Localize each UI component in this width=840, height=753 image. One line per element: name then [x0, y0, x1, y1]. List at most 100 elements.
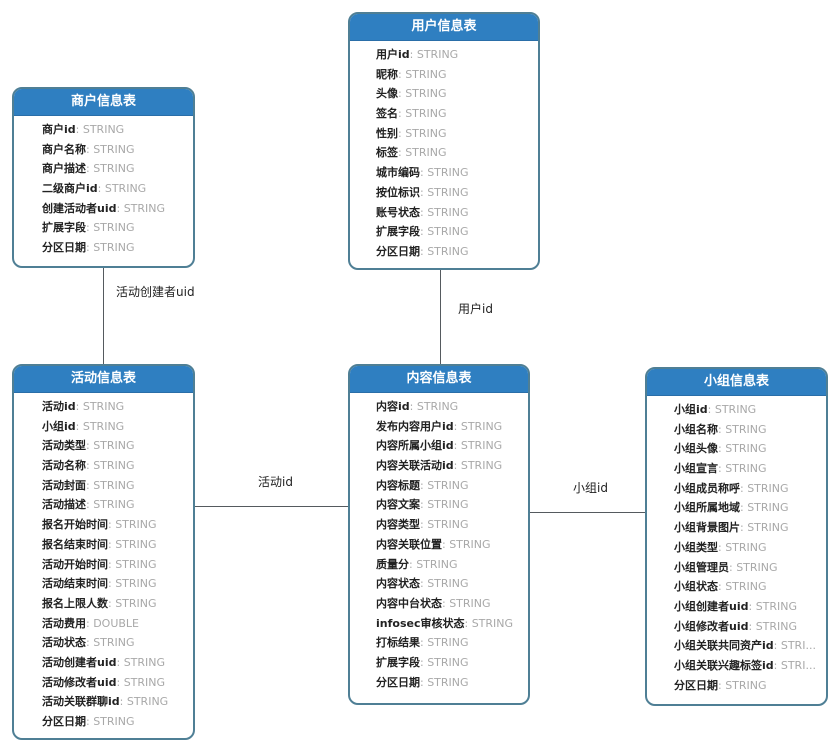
- field-type: STRING: [405, 126, 447, 140]
- field-name: 小组成员称呼: [674, 481, 740, 495]
- field-row: 小组id: STRING: [42, 417, 193, 437]
- field-name: 性别: [376, 126, 398, 140]
- field-separator: :: [86, 142, 94, 156]
- field-name: 内容状态: [376, 577, 420, 591]
- field-separator: :: [420, 675, 428, 689]
- field-type: STRING: [115, 537, 157, 551]
- field-row: 活动封面: STRING: [42, 476, 193, 496]
- field-separator: :: [86, 715, 94, 728]
- field-type: STRING: [427, 675, 469, 689]
- field-row: 活动修改者uid: STRING: [42, 673, 193, 693]
- field-separator: :: [740, 481, 748, 495]
- field-type: STRING: [714, 403, 757, 416]
- field-name: 账号状态: [376, 205, 420, 219]
- field-name: 昵称: [376, 67, 398, 81]
- field-row: 小组成员称呼: STRING: [674, 479, 826, 499]
- field-type: STRING: [82, 123, 125, 136]
- field-name: 按位标识: [376, 185, 420, 199]
- field-row: 扩展字段: STRING: [42, 218, 193, 238]
- field-separator: :: [420, 225, 428, 239]
- field-separator: :: [718, 678, 726, 692]
- field-separator: :: [453, 459, 461, 473]
- field-type: STRING: [725, 540, 767, 554]
- field-name: 分区日期: [376, 244, 420, 258]
- field-row: 分区日期: STRING: [42, 238, 193, 258]
- field-separator: :: [718, 462, 726, 476]
- field-separator: :: [729, 560, 737, 574]
- field-type: STRING: [115, 577, 157, 591]
- field-row: 商户id: STRING: [42, 120, 193, 140]
- field-name: 活动开始时间: [42, 557, 108, 571]
- field-name: 内容关联位置: [376, 537, 442, 551]
- field-name: 小组关联兴趣标签id: [674, 658, 774, 672]
- field-separator: :: [420, 518, 428, 532]
- field-type: STRING: [725, 678, 767, 692]
- field-separator: :: [773, 639, 781, 653]
- field-separator: :: [442, 537, 450, 551]
- field-row: 分区日期: STRING: [376, 673, 528, 693]
- field-name: 小组所属地域: [674, 501, 740, 515]
- field-type: STRING: [725, 442, 767, 456]
- field-row: 昵称: STRING: [376, 65, 538, 85]
- field-row: 内容关联位置: STRING: [376, 535, 528, 555]
- field-row: 创建活动者uid: STRING: [42, 199, 193, 219]
- field-type: STRING: [93, 221, 135, 235]
- field-name: 活动封面: [42, 478, 86, 492]
- table-title: 商户信息表: [14, 89, 193, 116]
- field-separator: :: [86, 221, 94, 235]
- field-row: 活动关联群聊id: STRING: [42, 692, 193, 712]
- field-separator: :: [108, 557, 116, 571]
- field-type: STRING: [427, 577, 469, 591]
- field-separator: :: [453, 419, 461, 433]
- field-name: 活动描述: [42, 498, 86, 512]
- field-type: STRING: [93, 459, 135, 473]
- field-row: 活动状态: STRING: [42, 633, 193, 653]
- field-name: 商户id: [42, 123, 76, 136]
- field-type: STRING: [427, 498, 469, 512]
- field-name: 活动id: [42, 400, 76, 413]
- field-name: 内容中台状态: [376, 596, 442, 610]
- field-type: STRING: [725, 422, 767, 436]
- field-separator: :: [108, 596, 116, 610]
- field-row: 标签: STRING: [376, 143, 538, 163]
- field-separator: :: [442, 596, 450, 610]
- field-row: 小组修改者uid: STRING: [674, 617, 826, 637]
- field-separator: :: [773, 658, 781, 672]
- field-separator: :: [420, 478, 428, 492]
- field-separator: :: [718, 540, 726, 554]
- field-name: 小组头像: [674, 442, 718, 456]
- field-row: 内容标题: STRING: [376, 476, 528, 496]
- field-separator: :: [75, 400, 83, 413]
- field-separator: :: [75, 123, 83, 136]
- field-name: 活动名称: [42, 459, 86, 473]
- field-name: 发布内容用户id: [376, 419, 454, 433]
- field-row: 活动创建者uid: STRING: [42, 653, 193, 673]
- relation-label-merchant-activity: 活动创建者uid: [116, 285, 195, 299]
- field-type: STRING: [104, 182, 147, 196]
- field-separator: :: [409, 48, 417, 61]
- field-type: STRING: [405, 67, 447, 81]
- field-type: STRING: [427, 166, 469, 180]
- field-name: 活动类型: [42, 439, 86, 453]
- field-separator: :: [97, 182, 105, 196]
- field-separator: :: [398, 67, 406, 81]
- field-list: 活动id: STRING 小组id: STRING 活动类型: STRING 活动名称…: [14, 393, 193, 732]
- field-separator: :: [718, 580, 726, 594]
- field-row: 打标结果: STRING: [376, 633, 528, 653]
- table-activity[interactable]: 活动信息表 活动id: STRING 小组id: STRING 活动类型: STRI…: [12, 364, 195, 740]
- field-type: STRING: [115, 557, 157, 571]
- field-row: 内容id: STRING: [376, 397, 528, 417]
- field-row: 小组名称: STRING: [674, 420, 826, 440]
- field-name: 标签: [376, 146, 398, 160]
- field-name: 小组id: [42, 419, 76, 433]
- field-name: 活动创建者uid: [42, 655, 117, 669]
- field-separator: :: [108, 577, 116, 591]
- field-separator: :: [464, 616, 472, 630]
- field-name: 报名开始时间: [42, 518, 108, 532]
- table-title: 活动信息表: [14, 366, 193, 393]
- field-type: STRING: [93, 241, 135, 255]
